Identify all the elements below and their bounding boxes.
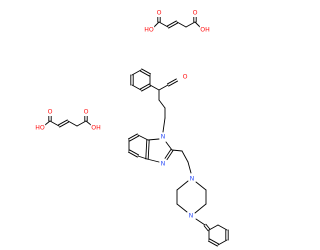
single-bond [49, 120, 60, 127]
double-bond-line [59, 121, 70, 128]
double-bond-line [166, 78, 177, 85]
acid2-O-right-atom: O [82, 108, 90, 116]
single-bond [181, 150, 189, 163]
single-bond [149, 84, 160, 91]
acid1-O-right-atom: O [191, 9, 199, 17]
atom-symbol: HO [35, 125, 45, 132]
single-bond [171, 149, 183, 152]
double-bond-line [139, 83, 150, 90]
double-bond-line [129, 149, 140, 156]
single-bond [162, 117, 166, 133]
acid2-OH-left-atom: HO [34, 124, 46, 132]
double-bond-line [139, 70, 150, 77]
double-bond-line [166, 150, 174, 161]
double-bond-line [141, 85, 152, 92]
single-bond [76, 120, 87, 127]
benzimidazole-N1-atom: N [159, 133, 167, 141]
atom-symbol: OH [200, 27, 210, 34]
single-bond [195, 181, 207, 191]
atom-symbol: O [183, 74, 188, 81]
atom-symbol: O [157, 10, 162, 17]
single-bond [153, 21, 160, 28]
single-bond [185, 21, 196, 28]
atom-label-background [82, 108, 90, 116]
atom-symbol: O [193, 10, 198, 17]
double-bond-line [164, 148, 172, 159]
single-bond [137, 134, 149, 141]
single-bond [176, 203, 188, 213]
single-bond [131, 84, 142, 91]
atom-symbol: N [190, 176, 195, 183]
double-bond-line [145, 139, 148, 160]
atom-symbol: N [189, 213, 194, 220]
double-bond-line [203, 225, 209, 232]
molecule-structure-diagram: HO O O OH O HO O O OH N N N N [34, 9, 229, 247]
double-bond-line [168, 22, 179, 29]
atom-symbol: HO [144, 27, 154, 34]
atom-label-background [188, 175, 196, 183]
double-bond-line [127, 151, 138, 158]
acid1-O-left-atom: O [155, 9, 163, 17]
acid2-OH-right-atom: OH [90, 124, 102, 132]
double-bond-line [127, 133, 138, 140]
single-bond [67, 120, 78, 127]
atom-label-background [159, 160, 167, 168]
double-bond-line [205, 223, 211, 230]
single-bond [187, 161, 192, 174]
acid1-OH-right-atom: OH [199, 26, 211, 34]
double-bond-line [207, 240, 218, 247]
atom-label-background [199, 26, 211, 34]
atom-symbol: N [161, 134, 166, 141]
acid2-O-left-atom: O [46, 108, 54, 116]
acid1-OH-left-atom: HO [143, 26, 155, 34]
single-bond [195, 218, 206, 226]
atom-symbol: O [48, 109, 53, 116]
atom-symbol: O [84, 109, 89, 116]
benzimidazole-N3-atom: N [159, 160, 167, 168]
single-bond [137, 155, 148, 160]
single-bond [131, 69, 142, 76]
atom-symbol: OH [91, 125, 101, 132]
double-bond-line [129, 135, 140, 142]
single-bond [194, 203, 207, 214]
single-bond [194, 21, 201, 28]
single-bond [158, 84, 169, 91]
atom-label-background [143, 26, 155, 34]
single-bond [208, 224, 219, 231]
bond-layer [44, 14, 229, 247]
single-bond [44, 120, 51, 126]
piperazine-N4-atom: N [187, 212, 195, 220]
ketone-O-atom: O [181, 73, 189, 81]
double-bond-line [166, 20, 177, 27]
double-bond-line [147, 139, 150, 160]
single-bond [217, 239, 228, 246]
single-bond [176, 21, 187, 28]
single-bond [176, 180, 189, 191]
single-bond [217, 224, 228, 231]
atom-label-background [181, 73, 189, 81]
atom-label-background [90, 124, 102, 132]
double-bond-line [57, 119, 68, 126]
atom-label-layer: HO O O OH O HO O O OH N N N N [34, 9, 211, 220]
single-bond [147, 138, 160, 141]
atom-label-background [155, 9, 163, 17]
single-bond [85, 120, 92, 126]
atom-label-background [159, 133, 167, 141]
atom-label-background [191, 9, 199, 17]
single-bond [158, 21, 169, 28]
double-bond-line [209, 238, 220, 245]
single-bond [158, 99, 166, 109]
atom-label-background [187, 212, 195, 220]
single-bond [146, 158, 160, 163]
piperazine-N1-atom: N [188, 175, 196, 183]
single-bond [165, 141, 173, 151]
double-bond-line [141, 68, 152, 75]
atom-symbol: N [161, 161, 166, 168]
atom-label-background [46, 108, 54, 116]
atom-label-background [34, 124, 46, 132]
double-bond-line [168, 80, 179, 87]
